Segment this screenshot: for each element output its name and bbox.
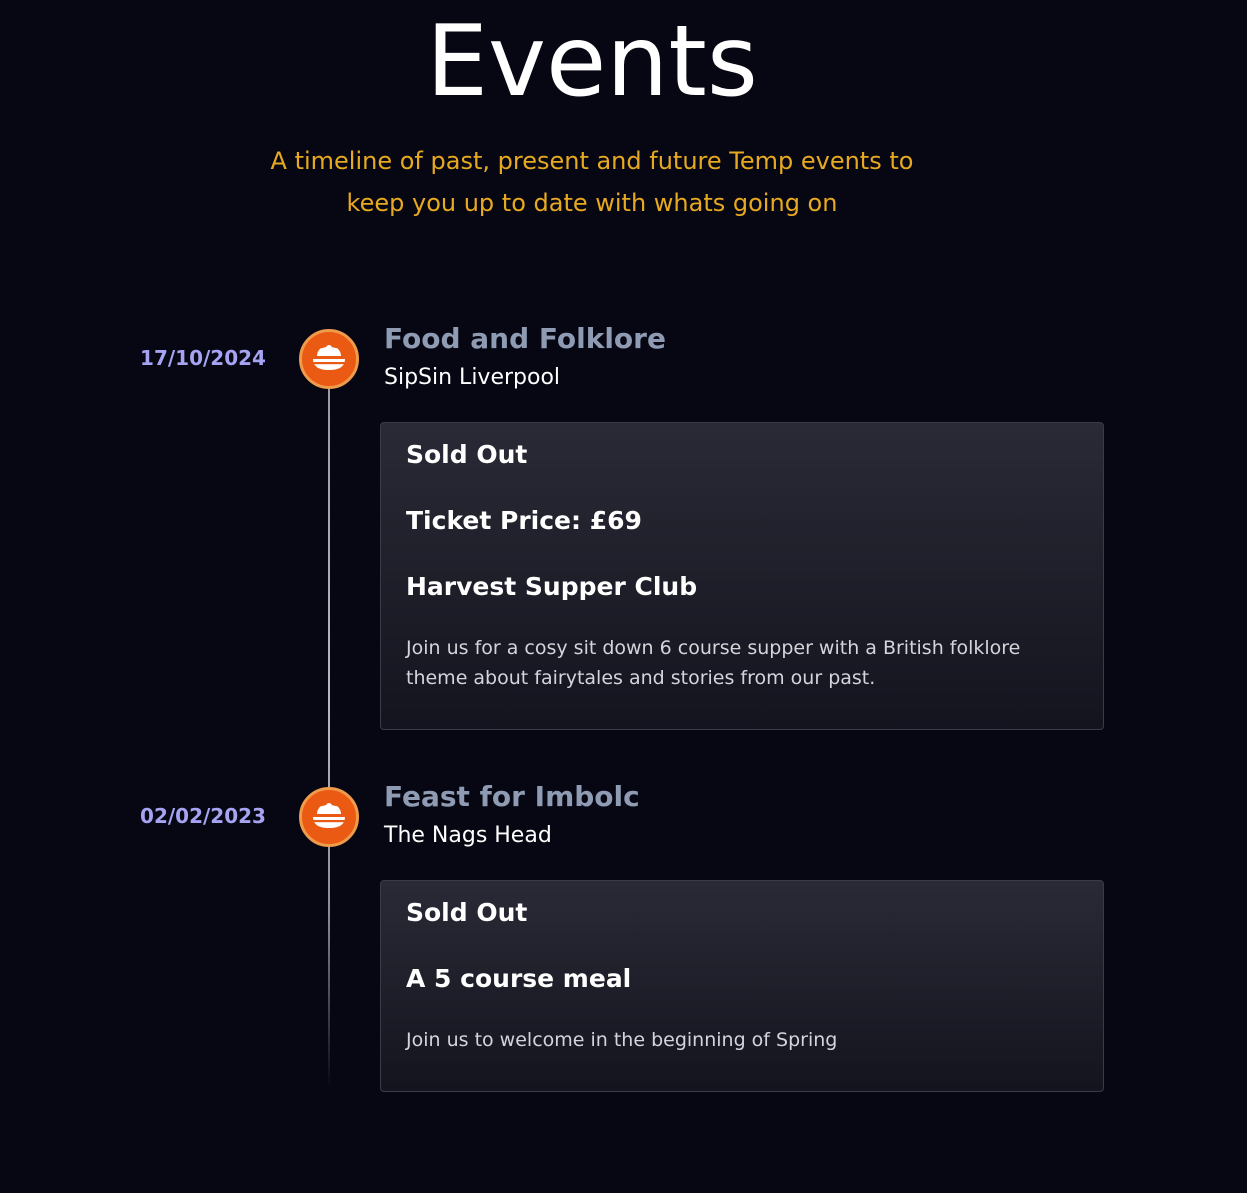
timeline-line xyxy=(328,388,330,1088)
event-status: Sold Out xyxy=(406,440,528,469)
event-description: Join us for a cosy sit down 6 course sup… xyxy=(406,637,1021,689)
food-bowl-icon xyxy=(299,787,359,847)
event-name: Food and Folklore xyxy=(384,322,666,355)
event-card-title: A 5 course meal xyxy=(406,964,632,993)
event-date: 17/10/2024 xyxy=(140,346,266,370)
food-bowl-icon xyxy=(299,329,359,389)
event-description: Join us to welcome in the beginning of S… xyxy=(406,1029,838,1051)
event-card-title: Harvest Supper Club xyxy=(406,572,698,601)
event-date: 02/02/2023 xyxy=(140,804,266,828)
event-status: Sold Out xyxy=(406,898,528,927)
event-card: Sold Out A 5 course meal Join us to welc… xyxy=(380,880,1104,1092)
food-bowl-icon-glyph xyxy=(313,345,345,370)
event-venue: The Nags Head xyxy=(384,823,552,848)
food-bowl-icon-glyph xyxy=(313,803,345,828)
ticket-price: Ticket Price: £69 xyxy=(406,506,642,535)
page-title: Events xyxy=(426,5,758,119)
event-card: Sold Out Ticket Price: £69 Harvest Suppe… xyxy=(380,422,1104,730)
page-subtitle: A timeline of past, present and future T… xyxy=(270,147,914,217)
event-name: Feast for Imbolc xyxy=(384,780,640,813)
event-venue: SipSin Liverpool xyxy=(384,365,561,390)
